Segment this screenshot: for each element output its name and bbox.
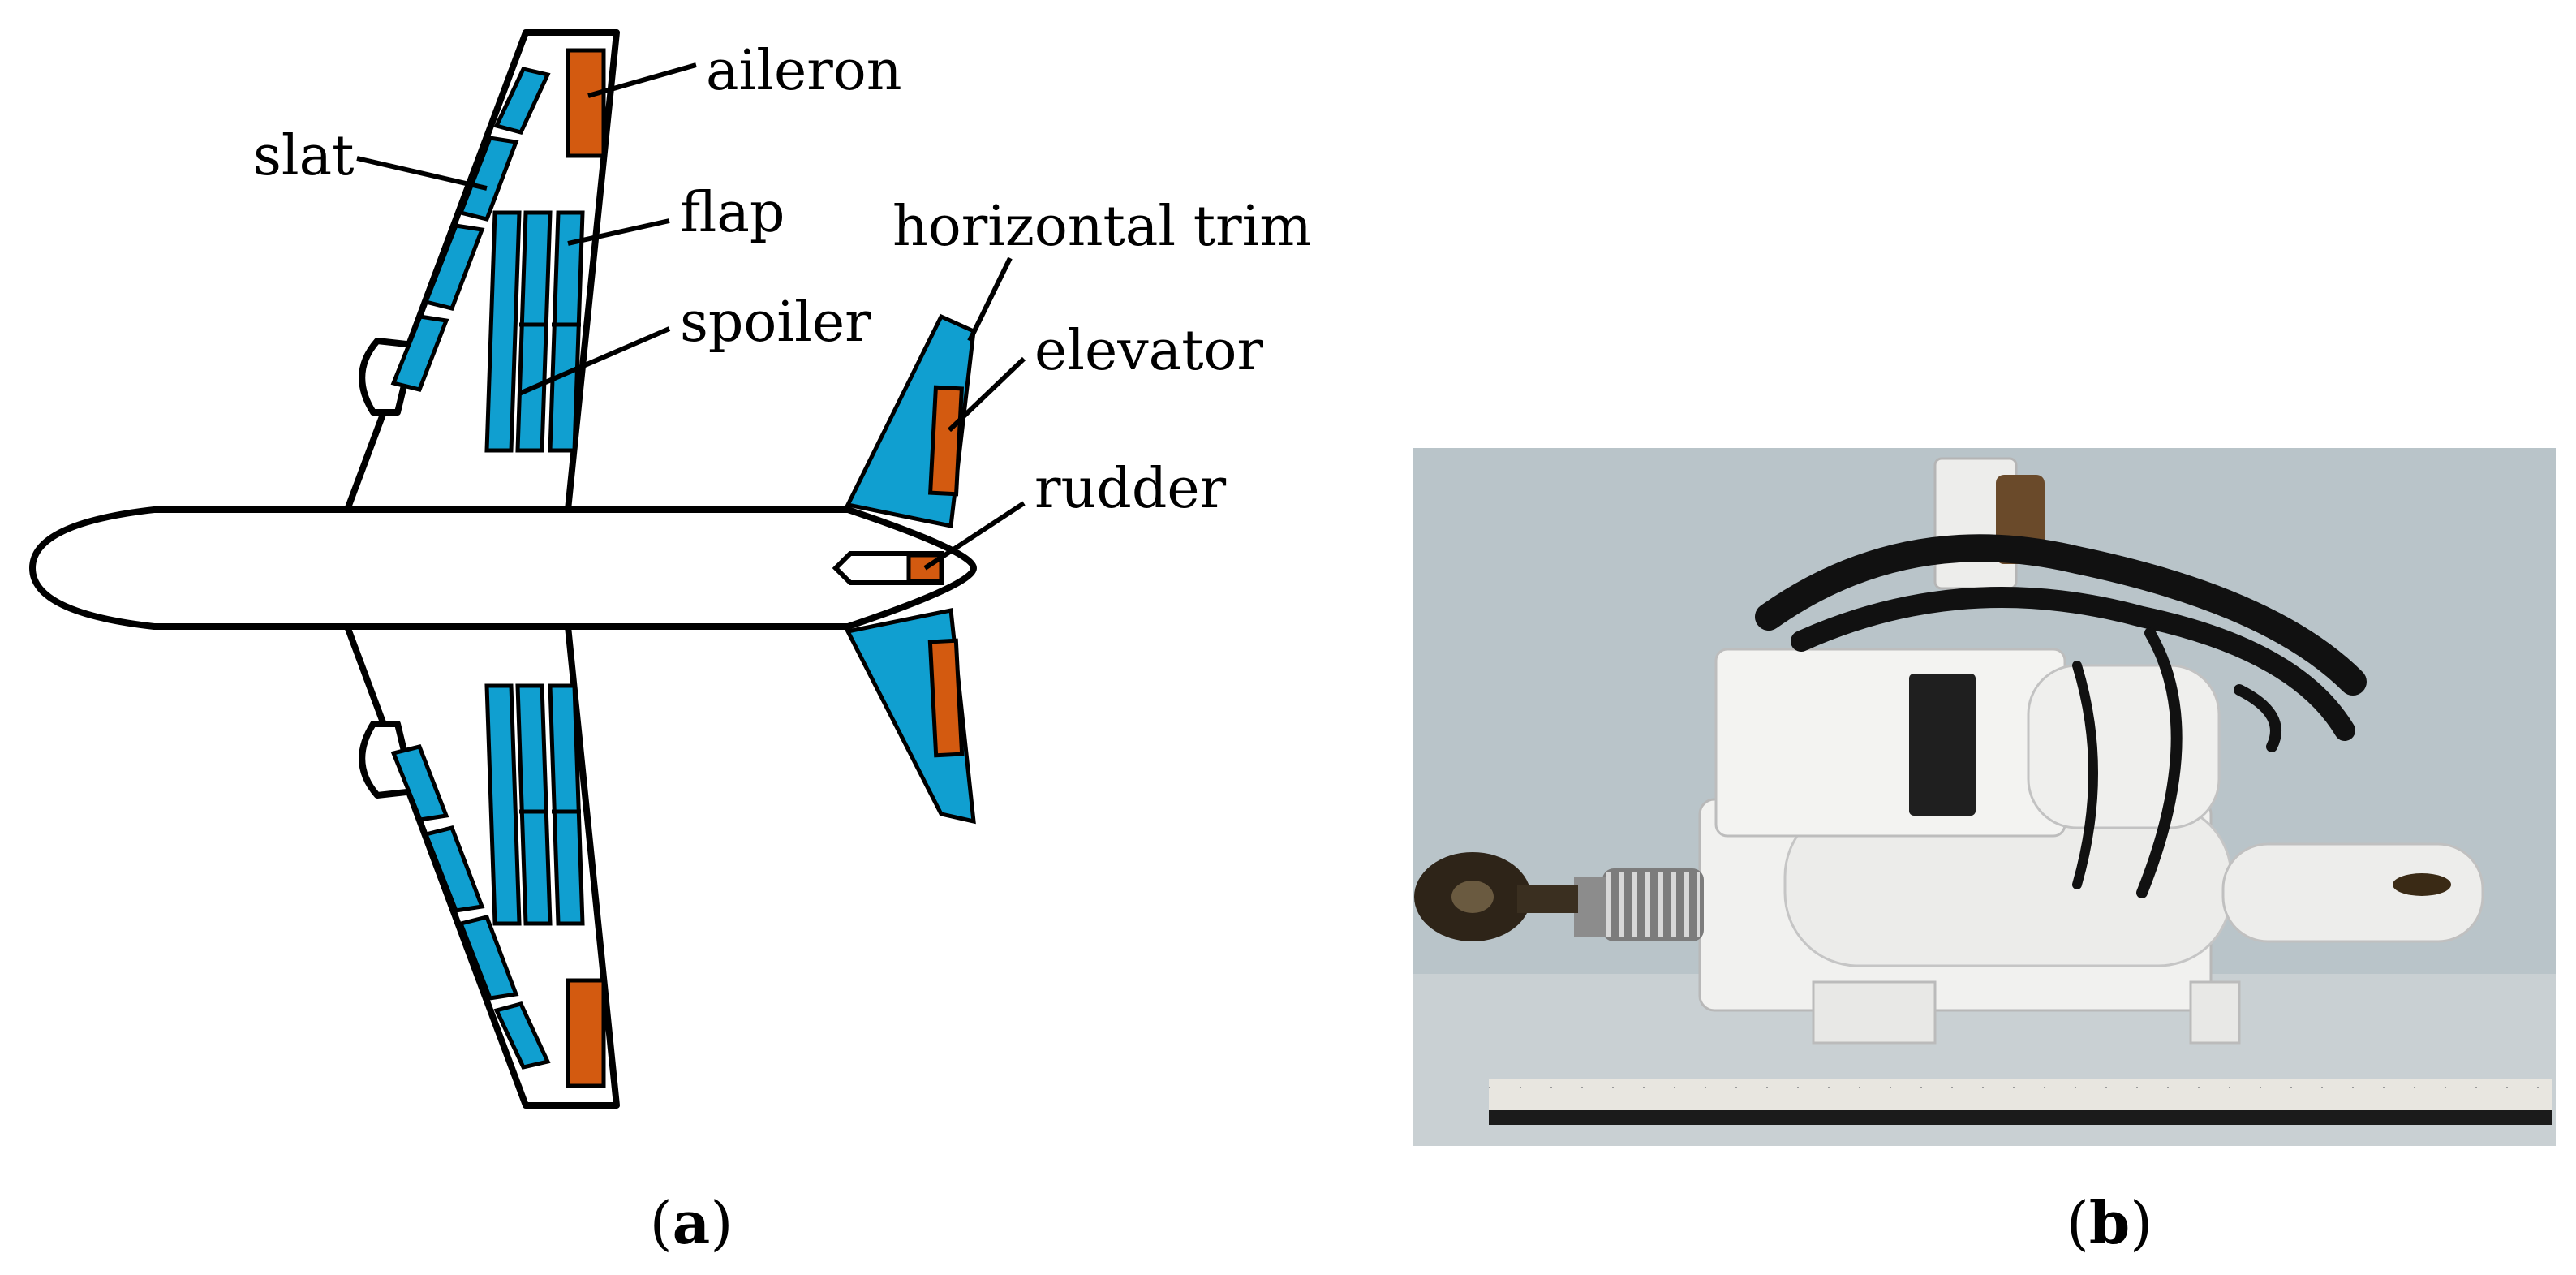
right-eye-hole <box>2393 873 2451 896</box>
flap-leader <box>567 218 670 246</box>
upper-engine <box>359 338 417 416</box>
cable-2 <box>1791 587 2355 741</box>
flap-upper-2 <box>548 210 585 453</box>
elevator-leader <box>947 356 1026 433</box>
slat-upper-4 <box>493 67 551 135</box>
fuselage <box>29 506 977 630</box>
cable-3 <box>2136 627 2183 898</box>
slat-upper-3 <box>458 136 519 222</box>
slat-label: slat <box>253 124 355 188</box>
slat-upper-2 <box>423 223 485 311</box>
slat-lower-4 <box>493 1001 551 1070</box>
horizontal-tail <box>845 313 976 825</box>
slat-lower-3 <box>458 915 519 1001</box>
upper-wing <box>344 29 620 513</box>
rod-end-left <box>1414 852 1704 941</box>
flap-upper-3 <box>484 210 522 453</box>
aileron-label: aileron <box>706 39 902 103</box>
lower-engine <box>359 721 417 799</box>
elevator-upper <box>927 385 965 497</box>
slat-upper-1 <box>390 314 449 392</box>
motor-housing <box>1714 648 2066 838</box>
ruler <box>1489 1079 2552 1125</box>
aileron-leader <box>587 62 697 98</box>
slat-lower-1 <box>390 744 449 822</box>
caption-a: (a) <box>650 1188 733 1257</box>
horizontal-trim-label: horizontal trim <box>892 195 1312 259</box>
lower-wing <box>344 623 620 1109</box>
cable-4 <box>2072 661 2098 889</box>
slat-leader <box>356 156 488 191</box>
elevator-lower <box>927 638 965 758</box>
ruler-edge <box>1489 1110 2552 1125</box>
actuator-photo: (b) <box>1413 448 2556 1257</box>
mount-foot-left <box>1812 980 1937 1045</box>
flap-upper-1 <box>515 210 553 453</box>
clevis-hole <box>1451 881 1494 913</box>
rudder-label: rudder <box>1034 457 1227 521</box>
cable-harness <box>1755 534 2367 898</box>
motor-window <box>1909 674 1976 816</box>
horizontal-trim-leader <box>967 256 1013 342</box>
rudder-leader <box>923 501 1026 571</box>
motor-can <box>2027 664 2221 829</box>
flap-label: flap <box>680 181 785 245</box>
clevis-stem <box>1517 885 1578 913</box>
aircraft-diagram: aileron slat flap spoiler horizontal tri… <box>29 29 1312 1257</box>
cable-1 <box>1755 534 2367 696</box>
aileron-upper <box>566 48 606 158</box>
rod-end-right <box>2221 842 2484 943</box>
mount-foot-right <box>2189 980 2241 1045</box>
flap-lower-3 <box>548 683 585 926</box>
callout-labels: aileron slat flap spoiler horizontal tri… <box>253 39 1312 521</box>
slat-lower-2 <box>423 825 485 913</box>
leader-lines <box>356 62 1026 571</box>
elevator-label: elevator <box>1034 319 1263 383</box>
spoiler-label: spoiler <box>680 291 871 355</box>
flap-lower-2 <box>515 683 553 926</box>
aileron-lower <box>566 978 606 1088</box>
spoiler-leader <box>518 326 671 396</box>
cable-5 <box>2234 684 2281 752</box>
flap-lower-1 <box>484 683 522 926</box>
caption-b: (b) <box>2066 1188 2153 1257</box>
spring <box>1602 868 1704 941</box>
hex-nut <box>1574 877 1606 937</box>
